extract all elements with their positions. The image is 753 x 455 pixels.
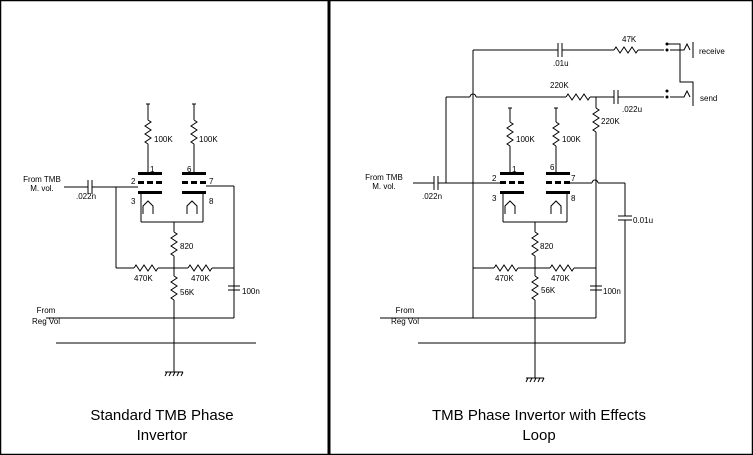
right-tail-resistor (531, 275, 539, 301)
right-pin-8: 8 (571, 194, 576, 203)
right-pin-7: 7 (571, 174, 576, 183)
left-pin-3: 3 (131, 197, 136, 206)
left-schematic: From TMB M. vol. .022n 100K 100K 1 2 3 6… (23, 103, 260, 444)
left-cathode-res-label: 820 (180, 242, 194, 251)
plate-resistor-2 (190, 119, 198, 145)
right-plate-resistor-2 (552, 121, 560, 147)
left-caption-line-2: Invertor (137, 427, 188, 444)
right-schematic: .01u 47K receive send 220K .022u 220K Fr… (365, 35, 725, 444)
right-pin-3: 3 (492, 194, 497, 203)
plate-load-res-label: 220K (601, 117, 620, 126)
right-reg-label-1: From (396, 306, 415, 315)
loop-res-label: 47K (622, 35, 637, 44)
jack-send-label: send (700, 94, 717, 103)
right-bypass-cap-label: 100n (603, 287, 621, 296)
left-pin-7: 7 (209, 177, 214, 186)
right-cathode-resistor (531, 231, 539, 257)
grid-resistor-2 (187, 264, 213, 272)
left-input-cap-label: .022n (76, 192, 96, 201)
right-pin-1: 1 (512, 165, 517, 174)
right-input-cap-label: .022n (422, 192, 442, 201)
right-plate-res-1-label: 100K (516, 135, 535, 144)
left-plate-res-2-label: 100K (199, 135, 218, 144)
right-pin-2: 2 (492, 174, 497, 183)
left-caption-line-1: Standard TMB Phase (90, 407, 233, 424)
right-input-label-1: From TMB (365, 173, 403, 182)
tube-1-plate (138, 172, 162, 175)
coupling-cap-label: 0.01u (633, 216, 653, 225)
left-input-label-1: From TMB (23, 175, 61, 184)
send-cap-label: .022u (622, 105, 642, 114)
right-grid-res-2-label: 470K (551, 274, 570, 283)
left-input-label-2: M. vol. (30, 184, 54, 193)
right-caption-line-2: Loop (522, 427, 555, 444)
plate-resistor-1 (144, 119, 152, 145)
right-cathode-res-label: 820 (540, 242, 554, 251)
tail-resistor (170, 275, 178, 301)
left-pin-8: 8 (209, 197, 214, 206)
right-plate-resistor-1 (506, 121, 514, 147)
right-grid-resistor-1 (493, 264, 519, 272)
tube-2-plate (182, 172, 206, 175)
left-grid-res-2-label: 470K (191, 274, 210, 283)
left-tail-res-label: 56K (180, 288, 195, 297)
right-grid-resistor-2 (549, 264, 575, 272)
right-plate-res-2-label: 100K (562, 135, 581, 144)
loop-cap-label: .01u (553, 59, 569, 68)
left-reg-label-1: From (37, 306, 56, 315)
right-grid-res-1-label: 470K (495, 274, 514, 283)
left-reg-label-2: Reg Vol (32, 317, 60, 326)
right-tail-res-label: 56K (541, 286, 556, 295)
left-pin-6: 6 (187, 165, 192, 174)
cathode-resistor (170, 231, 178, 257)
left-grid-res-1-label: 470K (134, 274, 153, 283)
left-bypass-cap-label: 100n (242, 287, 260, 296)
grid-resistor-1 (133, 264, 159, 272)
plate-load-resistor (592, 107, 600, 133)
right-input-label-2: M. vol. (372, 182, 396, 191)
right-pin-6: 6 (550, 163, 555, 172)
right-caption-line-1: TMB Phase Invertor with Effects (432, 407, 646, 424)
left-plate-res-1-label: 100K (154, 135, 173, 144)
feedback-res-label: 220K (550, 81, 569, 90)
left-pin-2: 2 (131, 177, 136, 186)
jack-receive-label: receive (699, 47, 725, 56)
feedback-resistor (565, 93, 591, 101)
left-pin-1: 1 (150, 165, 155, 174)
right-reg-label-2: Reg Vol (391, 317, 419, 326)
loop-resistor (613, 46, 639, 54)
